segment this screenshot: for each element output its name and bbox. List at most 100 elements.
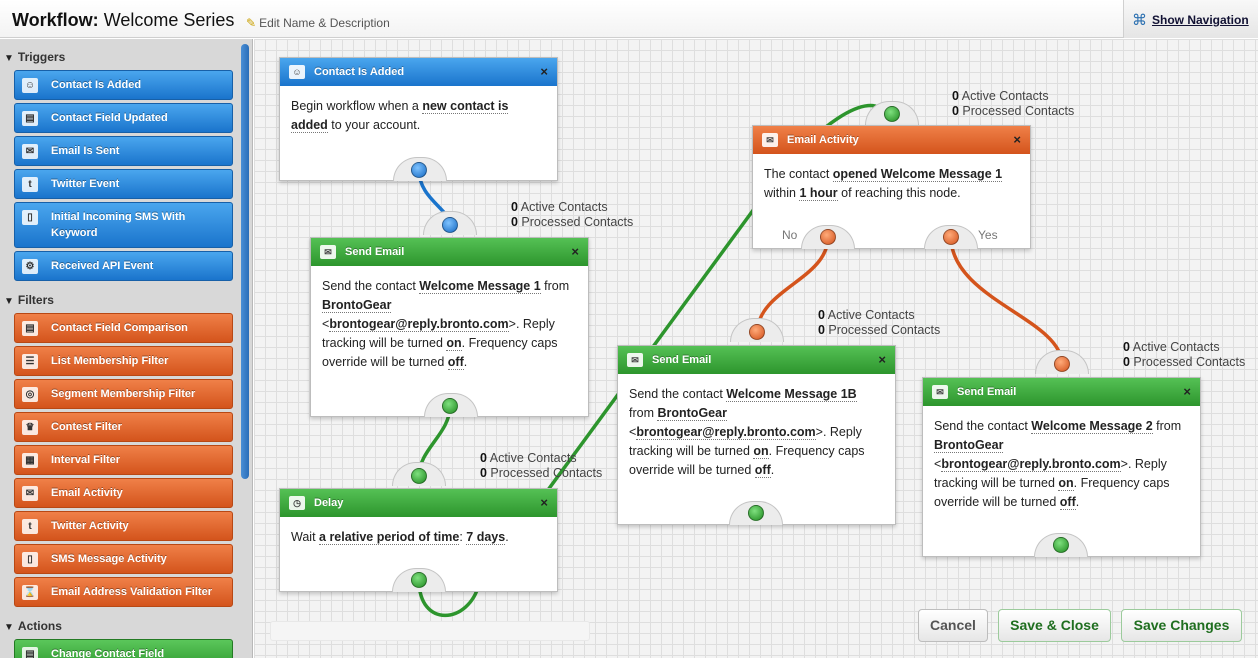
yes-branch-port[interactable] — [943, 229, 959, 245]
triggers-section-header[interactable]: ▼Triggers — [4, 50, 66, 64]
input-port[interactable] — [884, 106, 900, 122]
input-port[interactable] — [749, 324, 765, 340]
trophy-icon: ♛ — [22, 420, 38, 435]
phone-icon: ▯ — [22, 552, 38, 567]
no-branch-label: No — [782, 228, 798, 242]
connector-activity-to-send2[interactable] — [949, 236, 1064, 365]
contact-card-icon: ▤ — [22, 111, 38, 126]
collapse-triangle-icon: ▼ — [4, 53, 14, 64]
calendar-icon: ▦ — [22, 453, 38, 468]
envelope-icon: ✉ — [22, 144, 38, 159]
trigger-contact-is-added[interactable]: ☺Contact Is Added — [14, 70, 233, 100]
node-stats: 0 Active Contacts 0 Processed Contacts — [511, 200, 634, 229]
page-title: Workflow: Welcome Series — [12, 10, 234, 31]
page-header: Workflow: Welcome Series ✎Edit Name & De… — [0, 0, 1258, 38]
workflow-canvas[interactable]: ☺ Contact Is Added × Begin workflow when… — [254, 39, 1258, 658]
filter-sms-message-activity[interactable]: ▯SMS Message Activity — [14, 544, 233, 574]
node-header[interactable]: ◷ Delay × — [280, 489, 557, 517]
filter-list-membership[interactable]: ☰List Membership Filter — [14, 346, 233, 376]
cancel-button[interactable]: Cancel — [918, 609, 988, 642]
close-icon[interactable]: × — [540, 64, 548, 79]
trigger-received-api-event[interactable]: ⚙Received API Event — [14, 251, 233, 281]
show-navigation-button[interactable]: ⌘ Show Navigation — [1123, 0, 1258, 38]
clipboard-icon: ☰ — [22, 354, 38, 369]
input-port[interactable] — [442, 217, 458, 233]
node-send-email-1[interactable]: ✉ Send Email × Send the contact Welcome … — [310, 237, 589, 417]
node-header[interactable]: ✉ Send Email × — [618, 346, 895, 374]
actions-section-header[interactable]: ▼Actions — [4, 619, 62, 633]
edit-name-label: Edit Name & Description — [259, 16, 390, 30]
node-send-email-2[interactable]: ✉ Send Email × Send the contact Welcome … — [922, 377, 1201, 557]
node-title: Send Email — [345, 246, 405, 258]
edit-name-link[interactable]: ✎Edit Name & Description — [246, 16, 390, 30]
node-title: Contact Is Added — [314, 66, 405, 78]
output-port[interactable] — [411, 572, 427, 588]
node-send-email-1b[interactable]: ✉ Send Email × Send the contact Welcome … — [617, 345, 896, 525]
twitter-icon: t — [22, 177, 38, 192]
input-port[interactable] — [1054, 356, 1070, 372]
filter-contest[interactable]: ♛Contest Filter — [14, 412, 233, 442]
canvas-horizontal-scrollbar[interactable] — [270, 621, 590, 641]
filter-segment-membership[interactable]: ◎Segment Membership Filter — [14, 379, 233, 409]
node-description: Wait a relative period of time: 7 days. — [291, 530, 509, 545]
envelope-icon: ✉ — [22, 486, 38, 501]
contact-card-icon: ▤ — [22, 321, 38, 336]
target-icon: ◎ — [22, 387, 38, 402]
node-header[interactable]: ☺ Contact Is Added × — [280, 58, 557, 86]
gear-icon: ⚙ — [22, 259, 38, 274]
output-port[interactable] — [748, 505, 764, 521]
output-port[interactable] — [1053, 537, 1069, 553]
node-description: Send the contact Welcome Message 2 from … — [934, 419, 1182, 510]
node-stats: 0 Active Contacts 0 Processed Contacts — [952, 89, 1075, 118]
envelope-icon: ✉ — [762, 133, 778, 147]
hourglass-icon: ⌛ — [22, 585, 38, 600]
node-email-activity[interactable]: ✉ Email Activity × The contact opened We… — [752, 125, 1031, 249]
node-title: Delay — [314, 497, 344, 509]
yes-branch-label: Yes — [978, 228, 998, 242]
node-description: Send the contact Welcome Message 1 from … — [322, 279, 570, 370]
filter-email-activity[interactable]: ✉Email Activity — [14, 478, 233, 508]
node-stats: 0 Active Contacts 0 Processed Contacts — [818, 308, 941, 337]
close-icon[interactable]: × — [571, 244, 579, 259]
envelope-icon: ✉ — [932, 385, 948, 399]
show-navigation-label: Show Navigation — [1152, 13, 1249, 27]
node-title: Email Activity — [787, 134, 859, 146]
envelope-icon: ✉ — [320, 245, 336, 259]
close-icon[interactable]: × — [1013, 132, 1021, 147]
trigger-email-is-sent[interactable]: ✉Email Is Sent — [14, 136, 233, 166]
output-port[interactable] — [411, 162, 427, 178]
action-change-contact-field[interactable]: ▤Change Contact Field — [14, 639, 233, 658]
phone-icon: ▯ — [22, 210, 38, 225]
filter-interval[interactable]: ▦Interval Filter — [14, 445, 233, 475]
save-close-button[interactable]: Save & Close — [998, 609, 1111, 642]
clock-icon: ◷ — [289, 496, 305, 510]
person-add-icon: ☺ — [22, 78, 38, 93]
node-header[interactable]: ✉ Send Email × — [311, 238, 588, 266]
trigger-incoming-sms-keyword[interactable]: ▯Initial Incoming SMS With Keyword — [14, 202, 233, 248]
close-icon[interactable]: × — [878, 352, 886, 367]
node-header[interactable]: ✉ Email Activity × — [753, 126, 1030, 154]
node-title: Send Email — [652, 354, 712, 366]
node-stats: 0 Active Contacts 0 Processed Contacts — [480, 451, 603, 480]
filters-section-header[interactable]: ▼Filters — [4, 293, 54, 307]
output-port[interactable] — [442, 398, 458, 414]
filter-email-address-validation[interactable]: ⌛Email Address Validation Filter — [14, 577, 233, 607]
close-icon[interactable]: × — [1183, 384, 1191, 399]
filter-contact-field-comparison[interactable]: ▤Contact Field Comparison — [14, 313, 233, 343]
input-port[interactable] — [411, 468, 427, 484]
node-header[interactable]: ✉ Send Email × — [923, 378, 1200, 406]
close-icon[interactable]: × — [540, 495, 548, 510]
node-description: Send the contact Welcome Message 1B from… — [629, 387, 865, 478]
title-prefix: Workflow: — [12, 10, 99, 30]
sidebar-scrollbar[interactable] — [241, 44, 249, 479]
node-palette-sidebar: ▼Triggers ☺Contact Is Added ▤Contact Fie… — [0, 39, 253, 658]
pencil-icon: ✎ — [246, 16, 257, 30]
collapse-triangle-icon: ▼ — [4, 622, 14, 633]
node-description: Begin workflow when a new contact is add… — [291, 99, 509, 133]
node-contact-is-added[interactable]: ☺ Contact Is Added × Begin workflow when… — [279, 57, 558, 181]
no-branch-port[interactable] — [820, 229, 836, 245]
save-changes-button[interactable]: Save Changes — [1121, 609, 1242, 642]
trigger-contact-field-updated[interactable]: ▤Contact Field Updated — [14, 103, 233, 133]
